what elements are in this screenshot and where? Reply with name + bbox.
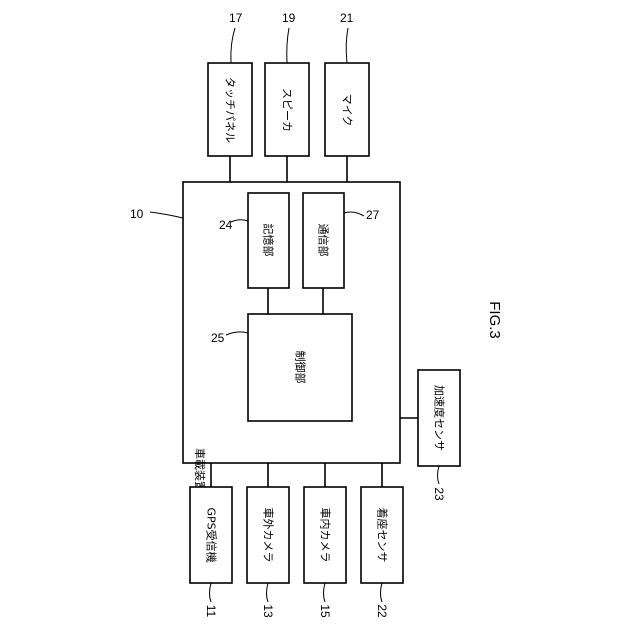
storage-unit-label: 記憶部 [262,224,276,257]
storage-unit-ref: 24 [219,218,233,232]
gps-receiver-leader [210,583,212,602]
speaker-leader [287,28,289,63]
accel-sensor-label: 加速度センサ [433,385,447,451]
seat-sensor-label: 着座センサ [376,508,390,563]
seat-sensor-leader [381,583,383,602]
exterior-camera-label: 車外カメラ [262,508,276,563]
control-unit-label: 制御部 [294,351,308,384]
interior-camera-leader [324,583,326,602]
control-unit-ref: 25 [211,331,225,345]
gps-receiver-ref: 11 [204,605,218,618]
touch-panel-ref: 17 [229,11,243,25]
speaker-label: スピーカ [281,88,294,132]
comm-unit-ref: 27 [366,208,380,222]
interior-camera-ref: 15 [318,604,332,618]
accel-sensor-leader [438,466,440,484]
main-device-leader [150,212,183,218]
main-device-label: 車載装置 [193,448,207,492]
seat-sensor-ref: 22 [375,604,389,618]
figure-label: FIG.3 [486,301,503,339]
exterior-camera-leader [267,583,269,602]
exterior-camera-ref: 13 [261,604,275,618]
microphone-ref: 21 [340,11,354,25]
accel-sensor-ref: 23 [432,487,446,501]
microphone-leader [346,28,348,63]
speaker-ref: 19 [282,11,296,25]
main-device-ref: 10 [130,207,144,221]
gps-receiver-label: GPS受信機 [205,507,219,562]
comm-unit-label: 通信部 [317,224,331,257]
interior-camera-label: 車内カメラ [319,508,333,563]
microphone-label: マイク [341,94,354,127]
touch-panel-leader [231,28,235,63]
touch-panel-label: タッチパネル [224,77,237,143]
